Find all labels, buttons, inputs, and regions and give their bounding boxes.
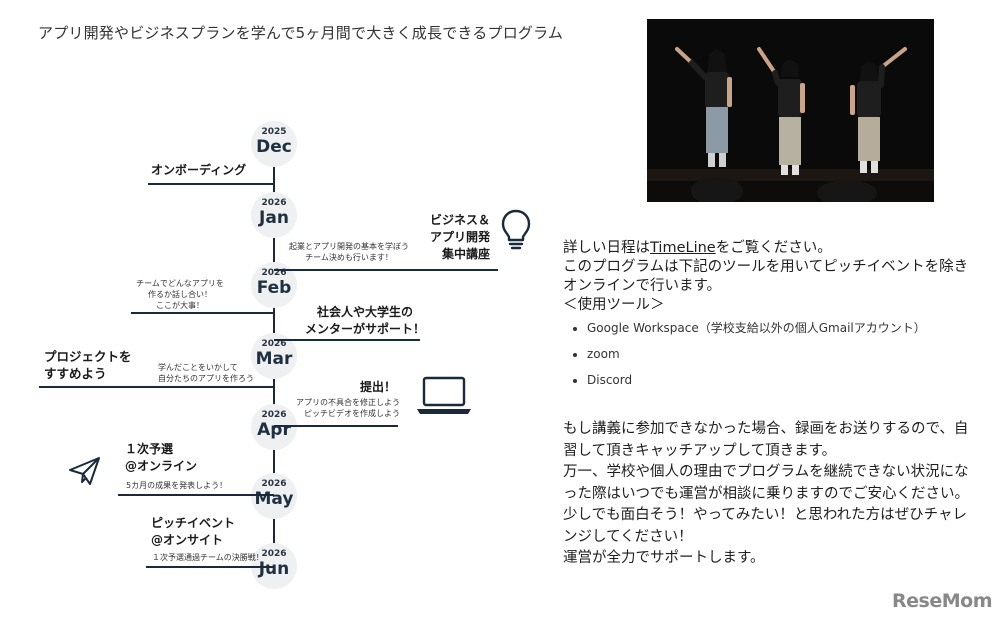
timeline-link[interactable]: TimeLine [650, 240, 716, 256]
schedule-line: 詳しい日程はTimeLineをご覧ください。 [563, 239, 973, 258]
feb-note-line: 作るか話し合い！ [148, 290, 212, 299]
onboarding-label: オンボーディング [151, 163, 247, 177]
jan-note: 起業とアプリ開発の基本を学ぼう チーム決めも行います！ [279, 241, 419, 263]
business-line [274, 269, 498, 271]
submit-label: 提出！ [360, 380, 397, 394]
date-dec-2025: 2025 Dec [251, 121, 297, 167]
tools-list: Google Workspace（学校支給以外の個人Gmailアカウント） zo… [563, 320, 973, 389]
date-month: Feb [256, 278, 292, 298]
date-month: Jun [258, 559, 290, 579]
lightbulb-icon [501, 209, 531, 250]
jan-note-line: チーム決めも行います！ [305, 253, 393, 262]
date-year: 2025 [261, 127, 287, 137]
business-label-line: ビジネス＆ [429, 213, 490, 227]
prelim-label-line: １次予選 [125, 442, 174, 456]
notice-paragraph: もし講義に参加できなかった場合、録画をお送りするので、自習して頂きキャッチアップ… [563, 421, 969, 459]
date-year: 2026 [261, 549, 287, 559]
date-year: 2026 [261, 198, 287, 208]
notice-paragraph: 万一、学校や個人の理由でプログラムを継続できない状況になった際はいつでも運営が相… [563, 464, 969, 545]
schedule-prefix: 詳しい日程は [563, 240, 650, 256]
mar-note: 学んだことをいかして 自分たちのアプリを作ろう [158, 362, 254, 384]
prelim-label-line: @オンライン [125, 459, 198, 473]
feb-note-line: ここが大事！ [156, 301, 204, 310]
project-label-line: プロジェクトを [44, 349, 132, 364]
feb-note: チームでどんなアプリを 作るか話し合い！ ここが大事！ [122, 278, 238, 311]
date-month: Apr [257, 420, 291, 440]
date-year: 2026 [261, 410, 287, 420]
pitch-line [146, 566, 274, 568]
prelim-line [118, 494, 274, 496]
project-line [39, 386, 274, 388]
prelim-note: 5カ月の成果を発表しよう！ [126, 481, 228, 490]
date-month: Mar [255, 349, 293, 369]
program-info: 詳しい日程はTimeLineをご覧ください。 このプログラムは下記のツールを用い… [563, 239, 973, 398]
pitch-label-line: @オンサイト [151, 533, 224, 547]
business-label-line: アプリ開発 [429, 230, 490, 244]
mentor-line [274, 339, 420, 341]
mentor-label: 社会人や大学生の メンターがサポート！ [300, 304, 430, 338]
laptop-icon [417, 376, 471, 414]
business-label: ビジネス＆ アプリ開発 集中講座 [410, 212, 490, 263]
pitch-note: １次予選通過チームの決勝戦！ [152, 553, 264, 562]
tools-heading: ＜使用ツール＞ [563, 297, 665, 313]
date-month: Dec [256, 137, 292, 157]
notice-paragraph: 運営が全力でサポートします。 [563, 550, 765, 566]
pitch-label: ピッチイベント @オンサイト [151, 515, 235, 549]
date-month: Jan [259, 208, 289, 228]
date-may-2026: 2026 May [251, 473, 297, 519]
online-line: このプログラムは下記のツールを用いてピッチイベントを除きオンラインで行います。 [563, 259, 969, 294]
mar-note-line: 学んだことをいかして [158, 363, 238, 372]
tool-item: Google Workspace（学校支給以外の個人Gmailアカウント） [587, 320, 973, 337]
submit-note-line: ピッチビデオを作成しよう [304, 409, 400, 418]
pitch-label-line: ピッチイベント [151, 516, 236, 530]
schedule-suffix: をご覧ください。 [715, 240, 832, 256]
date-jan-2026: 2026 Jan [251, 192, 297, 238]
submit-note-line: アプリの不具合を修正しよう [296, 398, 400, 407]
stage-photo [647, 19, 934, 202]
prelim-label: １次予選 @オンライン [125, 441, 197, 475]
feb-line [131, 312, 274, 314]
jan-note-line: 起業とアプリ開発の基本を学ぼう [289, 242, 409, 251]
onboarding-line [148, 183, 274, 185]
stage-photo-image [647, 19, 934, 202]
page-headline: アプリ開発やビジネスプランを学んで5ヶ月間で大きく成長できるプログラム [38, 24, 564, 42]
tool-item: zoom [587, 346, 973, 363]
resemom-logo: ReseMom [892, 590, 992, 612]
tool-item: Discord [587, 372, 973, 389]
date-year: 2026 [261, 268, 287, 278]
project-label-line: すすめよう [44, 366, 107, 381]
submit-line [274, 425, 398, 427]
date-year: 2026 [261, 479, 287, 489]
feb-note-line: チームでどんなアプリを [136, 279, 224, 288]
mentor-label-line: 社会人や大学生の [316, 305, 413, 319]
submit-note: アプリの不具合を修正しよう ピッチビデオを作成しよう [290, 397, 400, 419]
mar-note-line: 自分たちのアプリを作ろう [158, 374, 254, 383]
date-month: May [254, 489, 294, 509]
project-label: プロジェクトを すすめよう [44, 348, 132, 382]
paper-plane-icon [69, 457, 100, 485]
notice-text: もし講義に参加できなかった場合、録画をお送りするので、自習して頂きキャッチアップ… [563, 419, 973, 570]
business-label-line: 集中講座 [441, 247, 490, 261]
date-year: 2026 [261, 339, 287, 349]
mentor-label-line: メンターがサポート！ [304, 322, 425, 336]
